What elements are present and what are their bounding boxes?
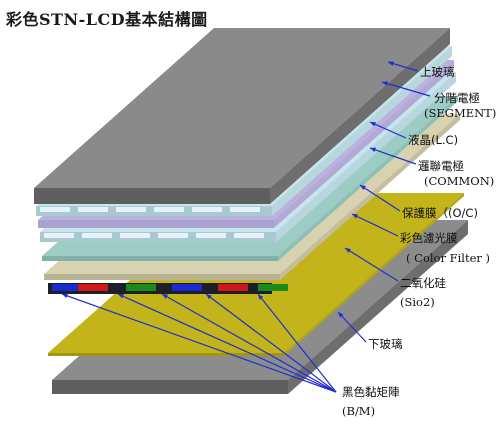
leader-black-matrix-2: [161, 293, 337, 393]
leader-black-matrix-0-arrow: [62, 293, 68, 299]
segment-ridge-2: [116, 207, 146, 212]
label-upper-glass: 上玻璃: [420, 65, 455, 79]
leader-color-filter: [351, 213, 399, 237]
leader-black-matrix-0: [61, 293, 337, 393]
filter-cell-5: [258, 284, 288, 291]
segment-ridge-1: [78, 207, 108, 212]
common-electrode-layer-side: [276, 72, 456, 242]
label-silicon-dioxide: 二氧化硅: [400, 276, 446, 290]
common-ridge-3: [158, 233, 188, 238]
label-color-filter-en: ( Color Filter ): [406, 251, 491, 265]
leader-silicon-dioxide-arrow: [345, 248, 351, 253]
segment-electrode-layer-side: [272, 46, 452, 216]
leader-liquid-crystal-line: [369, 121, 407, 139]
leader-color-filter-line: [351, 213, 399, 237]
leader-liquid-crystal: [369, 121, 407, 139]
upper-glass-top: [34, 28, 450, 188]
leader-liquid-crystal-arrow: [370, 122, 376, 127]
silicon-dioxide-layer-side: [280, 114, 460, 280]
leader-silicon-dioxide-line: [344, 247, 399, 282]
leader-common-arrow: [370, 147, 376, 153]
black-matrix-strip: [48, 283, 288, 294]
silicon-dioxide-layer-front: [44, 274, 280, 280]
leader-black-matrix-3: [205, 293, 337, 393]
liquid-crystal-layer-front: [38, 220, 274, 228]
upper-glass-front: [34, 188, 270, 204]
leader-upper-glass: [387, 61, 419, 72]
label-black-matrix: 黑色黏矩陣: [342, 385, 400, 399]
leader-silicon-dioxide: [344, 247, 399, 282]
filter-cell-3: [172, 284, 202, 291]
leader-protective-arrow: [360, 185, 366, 190]
filter-cell-4: [218, 284, 248, 291]
label-segment-electrode-en: (SEGMENT): [424, 106, 497, 120]
leader-lower-glass: [337, 311, 367, 343]
filter-cell-2: [126, 284, 156, 291]
label-lower-glass: 下玻璃: [368, 337, 403, 351]
segment-ridge-0: [40, 207, 70, 212]
segment-ridge-3: [154, 207, 184, 212]
label-segment-electrode: 分階電極: [434, 91, 480, 105]
leader-black-matrix-3-arrow: [206, 294, 212, 300]
leader-black-matrix-4-arrow: [258, 294, 264, 300]
liquid-crystal-layer-side: [274, 60, 454, 228]
filter-cell-1: [78, 284, 108, 291]
leader-black-matrix-4: [257, 293, 337, 393]
leader-upper-glass-arrow: [388, 61, 394, 66]
common-ridge-1: [82, 233, 112, 238]
diagram-title: 彩色STN-LCD基本結構圖: [6, 10, 208, 29]
leader-protective: [359, 184, 401, 212]
segment-electrode-ridges: [40, 207, 260, 212]
color-filter-layer-side: [278, 96, 458, 261]
leader-black-matrix-4-line: [257, 293, 337, 393]
segment-ridge-5: [230, 207, 260, 212]
leader-color-filter-arrow: [352, 214, 358, 219]
leader-common: [369, 147, 417, 165]
common-ridge-2: [120, 233, 150, 238]
leader-black-matrix-1-arrow: [118, 294, 124, 299]
filter-cell-0: [52, 284, 82, 291]
leader-protective-line: [359, 184, 401, 212]
label-common-electrode-en: (COMMON): [424, 174, 495, 188]
leader-black-matrix-2-line: [161, 293, 337, 393]
leader-segment-line: [381, 81, 431, 97]
leader-lower-glass-line: [337, 311, 367, 343]
leader-black-matrix-1: [117, 293, 337, 393]
label-liquid-crystal: 液晶(L.C): [408, 133, 459, 147]
common-ridge-4: [196, 233, 226, 238]
common-electrode-ridges: [44, 233, 264, 238]
segment-ridge-4: [192, 207, 222, 212]
lower-glass-sheet-side: [284, 193, 464, 356]
color-filter-layer-front: [42, 256, 278, 261]
leader-black-matrix-2-arrow: [162, 294, 168, 299]
label-black-matrix-en: (B/M): [342, 404, 376, 418]
lower-glass-base-side: [288, 220, 468, 394]
leader-black-matrix-1-line: [117, 293, 337, 393]
upper-glass: [34, 28, 450, 204]
label-protective-film: 保護膜（(O/C): [402, 206, 478, 220]
label-common-electrode: 邏聯電極: [418, 159, 464, 173]
lower-glass-sheet-front: [48, 353, 284, 356]
leader-segment-arrow: [382, 81, 388, 86]
common-ridge-5: [234, 233, 264, 238]
label-silicon-dioxide-en: (Sio2): [400, 295, 435, 309]
leader-black-matrix-0-line: [61, 293, 337, 393]
leader-lower-glass-arrow: [338, 312, 344, 318]
common-ridge-0: [44, 233, 74, 238]
upper-glass-side: [270, 28, 450, 204]
leader-common-line: [369, 147, 417, 165]
label-color-filter: 彩色濾光膜: [400, 231, 458, 245]
leader-black-matrix-3-line: [205, 293, 337, 393]
leader-segment: [381, 81, 431, 97]
lower-glass-base-front: [52, 380, 288, 394]
